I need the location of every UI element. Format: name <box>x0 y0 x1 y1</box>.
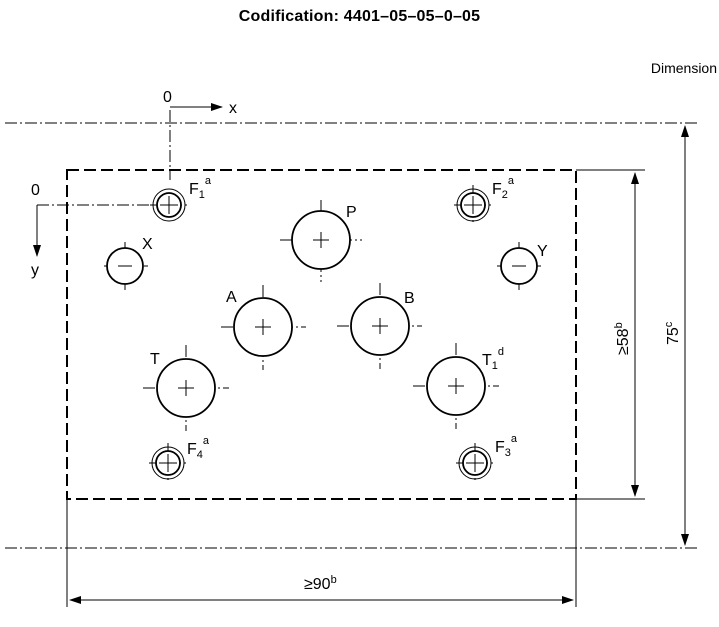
inner-height-label: ≥58b <box>613 322 632 355</box>
x-axis-label: x <box>229 100 237 117</box>
port-a: A <box>221 285 306 370</box>
fixing-hole-f2: F2a <box>454 175 515 225</box>
page-title: Codification: 4401–05–05–0–05 <box>238 8 481 25</box>
port-t1: T1d <box>413 343 504 429</box>
port-b-label: B <box>404 290 415 307</box>
port-t-label: T <box>150 351 160 368</box>
interface-outline <box>66 169 577 500</box>
port-y: Y <box>497 242 548 290</box>
f2-label: F2a <box>492 175 515 201</box>
fixing-hole-f1: F1a <box>150 175 212 222</box>
y-axis-label: y <box>31 262 39 279</box>
width-dimension-label: ≥90b <box>304 574 337 593</box>
width-dimension: ≥90b <box>66 499 577 607</box>
f4-label: F4a <box>187 435 210 461</box>
fixing-hole-f4: F4a <box>149 435 210 483</box>
port-b: B <box>337 283 422 369</box>
f3-label: F3a <box>495 433 518 459</box>
f1-label: F1a <box>189 175 212 201</box>
port-x: X <box>104 236 153 290</box>
port-t: T <box>143 345 229 431</box>
y-origin-label: 0 <box>31 182 40 199</box>
port-x-label: X <box>142 236 153 253</box>
inner-height-dimension: ≥58b <box>576 169 645 500</box>
port-p-label: P <box>346 204 357 221</box>
x-origin-label: 0 <box>163 89 172 106</box>
port-y-label: Y <box>537 243 548 260</box>
port-a-label: A <box>226 289 237 306</box>
port-t1-label: T1d <box>482 346 504 372</box>
fixing-hole-f3: F3a <box>456 433 518 483</box>
outer-height-dimension: 75c <box>663 125 689 546</box>
outer-height-label: 75c <box>663 321 682 345</box>
port-p: P <box>280 200 362 282</box>
dimension-note: Dimension <box>650 60 717 76</box>
